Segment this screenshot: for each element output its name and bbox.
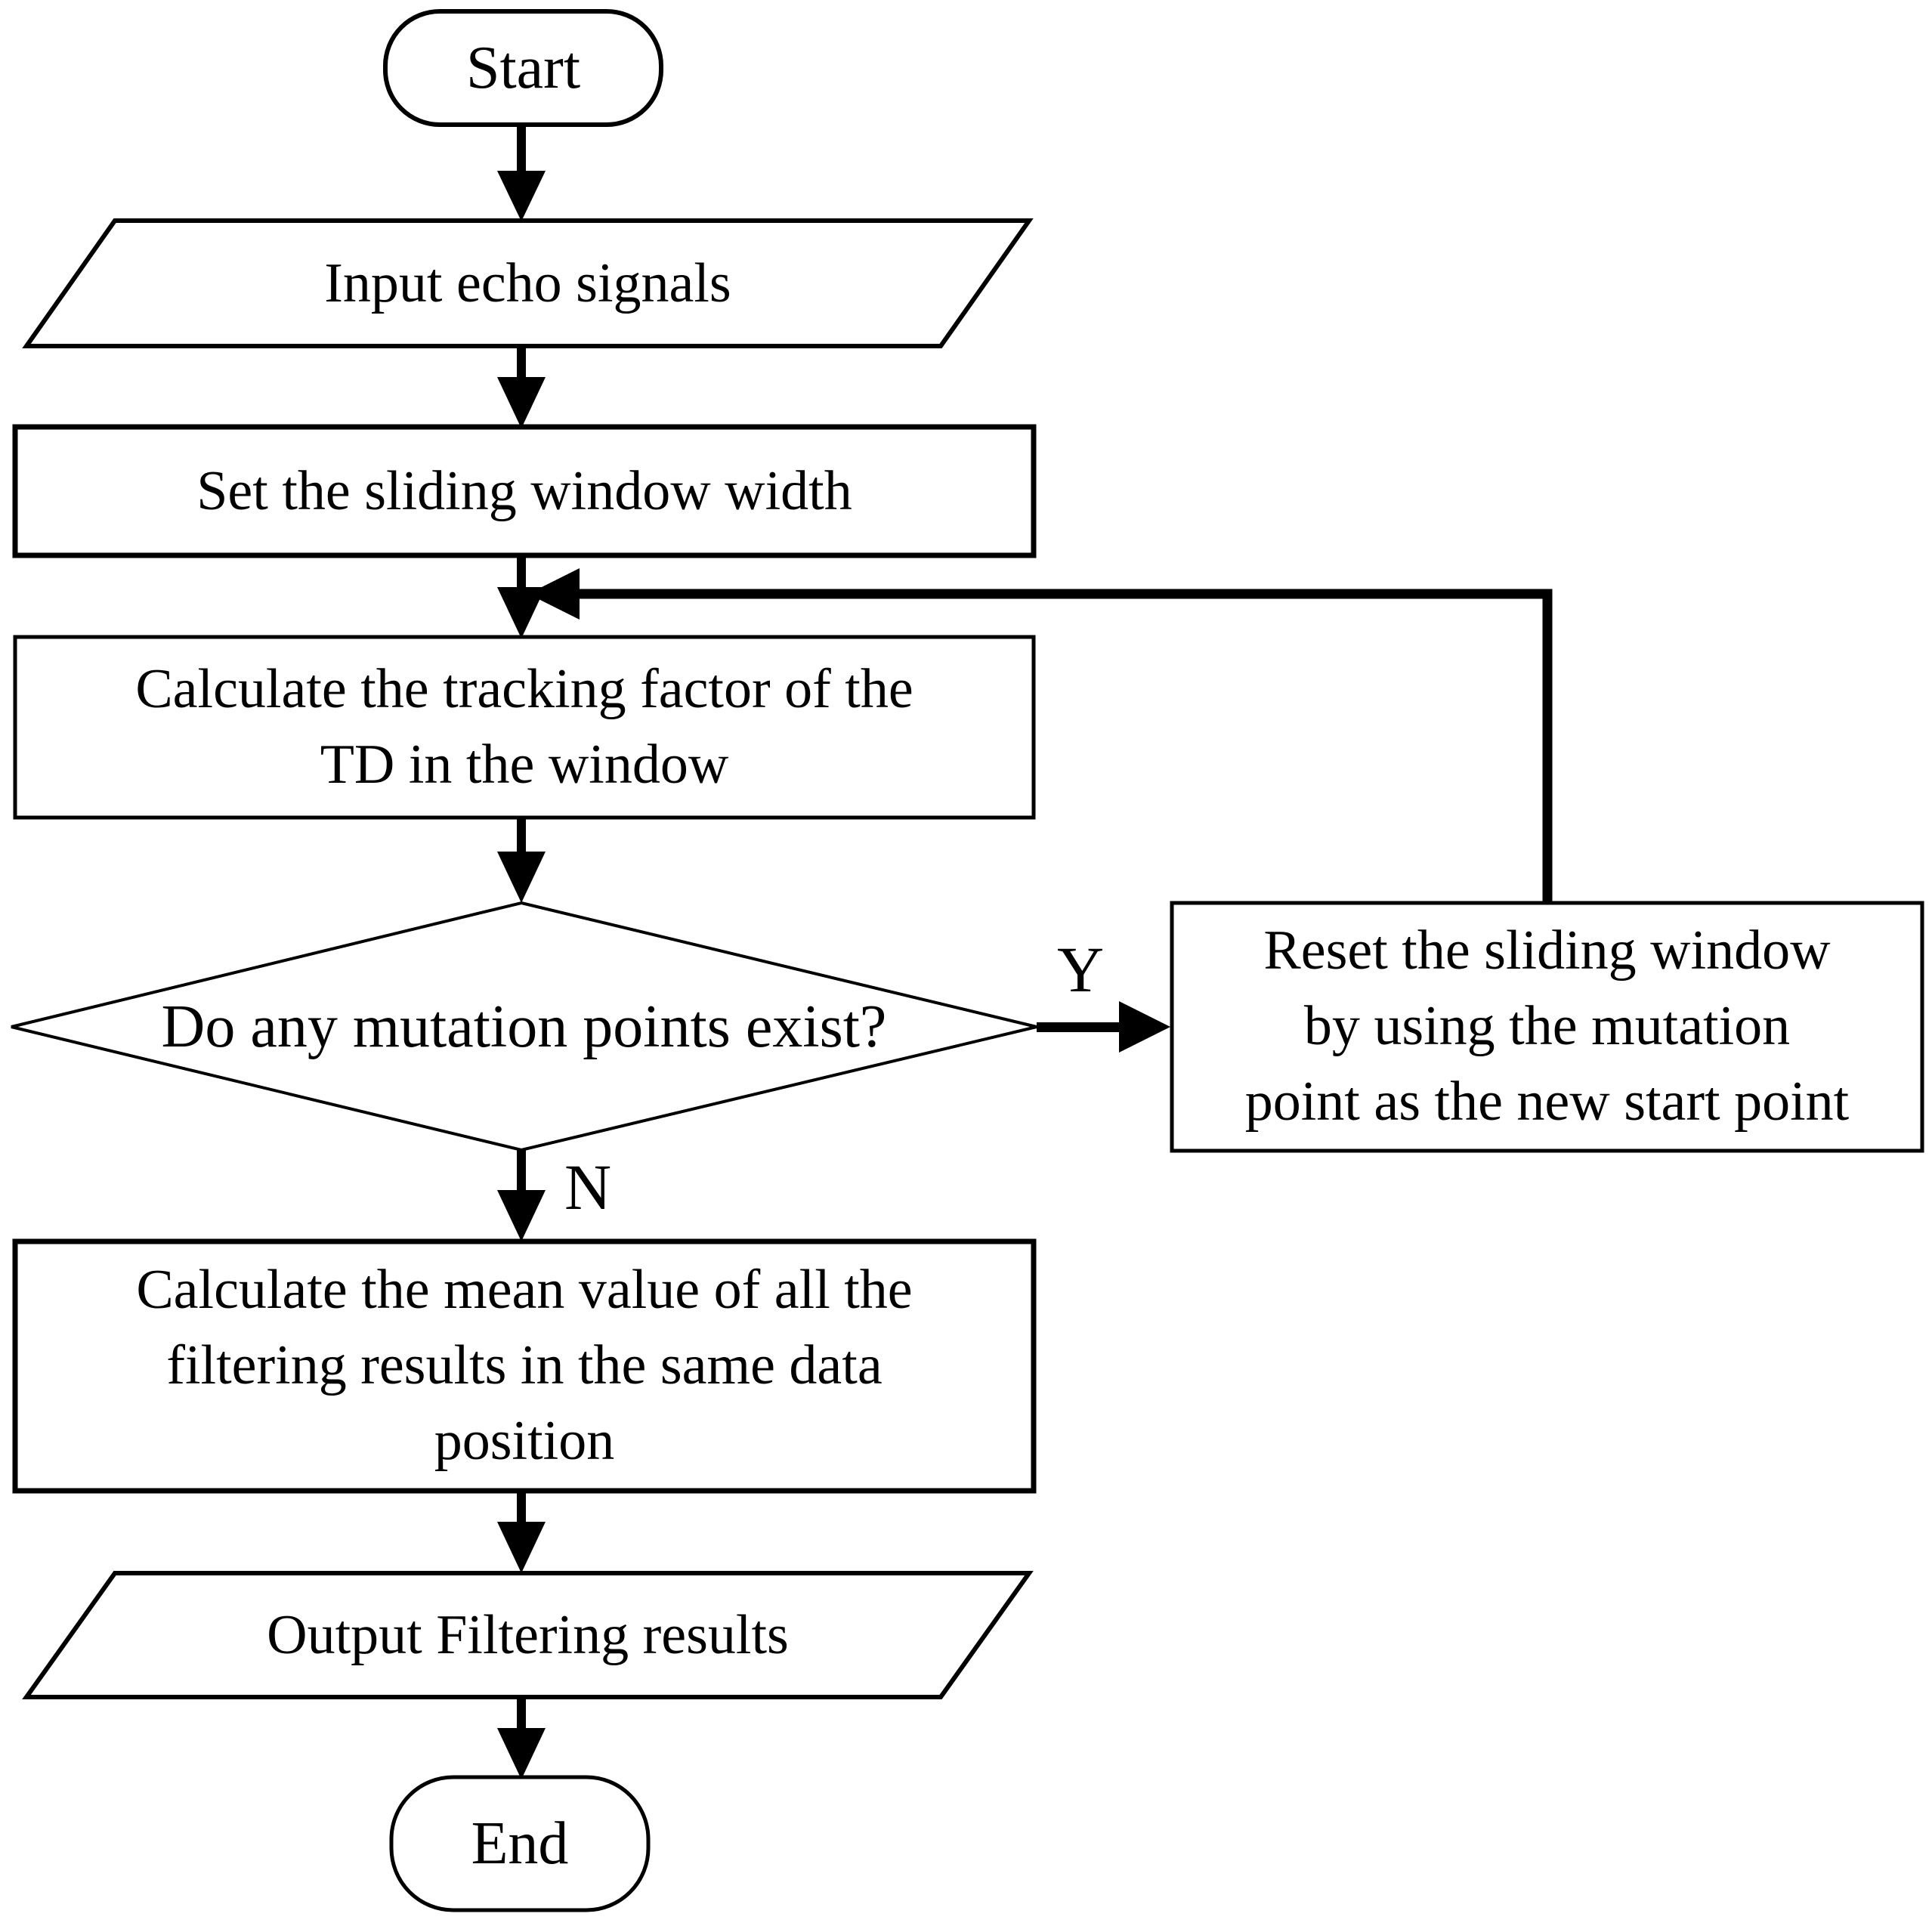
arrow-decision-yes-to-reset — [1037, 1001, 1170, 1053]
arrow-set-window-to-calc-tracking — [497, 554, 546, 638]
calc-tracking-process-shape — [13, 635, 1036, 820]
decision-node-label: Do any mutation points exist? — [161, 993, 887, 1060]
calc-tracking-line-1: Calculate the tracking factor of the — [135, 657, 913, 720]
reset-window-line-3: point as the new start point — [1244, 1070, 1850, 1133]
end-terminator-shape — [389, 1775, 651, 1912]
no-branch-label: N — [564, 1151, 612, 1223]
calc-mean-node-label: Calculate the mean value of all the filt… — [15, 1241, 1034, 1491]
input-node-label: Input echo signals — [324, 252, 731, 314]
end-node-label: End — [471, 1810, 569, 1877]
input-parallelogram-shape — [22, 218, 1034, 348]
arrow-input-to-set-window — [497, 345, 546, 428]
yes-branch-label: Y — [1056, 933, 1105, 1006]
reset-window-node-label: Reset the sliding window by using the mu… — [1172, 903, 1922, 1151]
arrow-decision-no-to-calc-mean — [497, 1150, 546, 1241]
reset-window-process-shape — [1170, 901, 1924, 1153]
arrow-start-to-input — [497, 123, 546, 221]
calc-mean-process-shape — [12, 1238, 1037, 1494]
feedback-connector-line — [535, 589, 1553, 904]
arrow-calc-mean-to-output — [497, 1489, 546, 1573]
reset-window-line-2: by using the mutation — [1303, 995, 1791, 1058]
arrow-output-to-end — [497, 1696, 546, 1779]
set-window-node-label: Set the sliding window width — [196, 459, 852, 522]
calc-tracking-line-2: TD in the window — [320, 733, 729, 796]
arrow-calc-tracking-to-decision — [497, 816, 546, 903]
output-parallelogram-shape — [22, 1571, 1034, 1699]
reset-window-line-1: Reset the sliding window — [1263, 920, 1831, 982]
calc-mean-line-2: filtering results in the same data — [166, 1334, 883, 1397]
set-window-process-shape — [12, 424, 1037, 558]
calc-mean-line-1: Calculate the mean value of all the — [136, 1259, 913, 1322]
calc-tracking-node-label: Calculate the tracking factor of the TD … — [15, 637, 1034, 818]
start-node-label: Start — [465, 35, 581, 101]
calc-mean-line-3: position — [434, 1409, 615, 1472]
output-node-label: Output Filtering results — [267, 1603, 789, 1666]
